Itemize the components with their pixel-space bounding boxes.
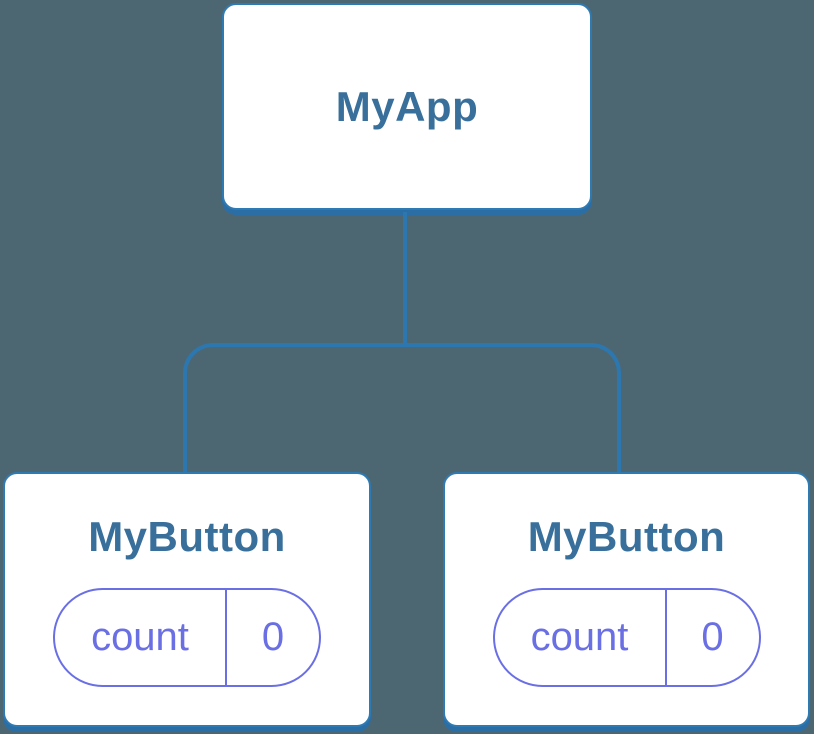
state-pill-first: count 0: [53, 588, 321, 687]
connector-stem: [403, 212, 407, 345]
state-key-label: count: [495, 590, 667, 685]
mybutton-second-label: MyButton: [527, 513, 726, 560]
mybutton-first-label: MyButton: [88, 513, 286, 560]
state-value-label: 0: [701, 615, 724, 659]
myapp-label: MyApp: [335, 82, 479, 130]
state-key-label: count: [55, 590, 227, 685]
node-myapp: MyApp: [222, 3, 592, 210]
state-pill-second: count 0: [492, 588, 761, 687]
node-mybutton-second: MyButton count 0: [443, 472, 810, 727]
node-mybutton-first: MyButton count 0: [3, 472, 371, 727]
connector-bracket: [183, 343, 621, 472]
state-value-label: 0: [261, 615, 285, 659]
